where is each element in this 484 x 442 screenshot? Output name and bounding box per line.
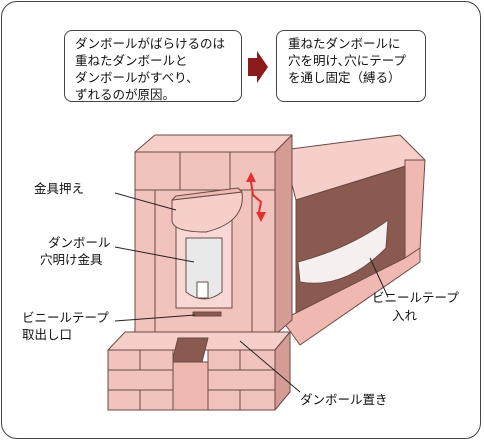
- up-down-arrow-icon: [246, 172, 266, 222]
- stand-front-right: [207, 349, 276, 411]
- ramp-base: [281, 247, 421, 346]
- label-tape-outlet-line2: 取出し口: [22, 327, 72, 342]
- tape-slot: [192, 311, 222, 317]
- presser-block: [171, 191, 243, 233]
- stand-mid: [172, 361, 209, 411]
- label-tape-outlet-line1: ビニールテープ: [22, 310, 109, 325]
- label-punch-line1: ダンボール: [48, 235, 111, 250]
- tower-top: [134, 134, 293, 153]
- punch-tool: [185, 237, 223, 300]
- tower-side: [274, 134, 293, 336]
- label-stand: ダンボール置き: [300, 392, 388, 407]
- label-tape-line1: ビニールテープ: [372, 290, 459, 305]
- cause-box: ダンボールがばらけるのは 重ねたダンボールと ダンボールがすべり、 ずれるのが原…: [64, 30, 242, 102]
- ramp-side: [404, 159, 426, 263]
- label-tape-line2: 入れ: [392, 308, 418, 323]
- tape-roll: [297, 219, 389, 284]
- label-punch-line2: 穴明け金具: [40, 252, 103, 267]
- solution-box: 重ねたダンボールに 穴を明け､穴にテープ を通し固定（縛る）: [276, 30, 426, 102]
- arrow-right-icon: [248, 51, 268, 83]
- stand-notch: [171, 337, 209, 363]
- label-presser: 金具押え: [34, 181, 84, 196]
